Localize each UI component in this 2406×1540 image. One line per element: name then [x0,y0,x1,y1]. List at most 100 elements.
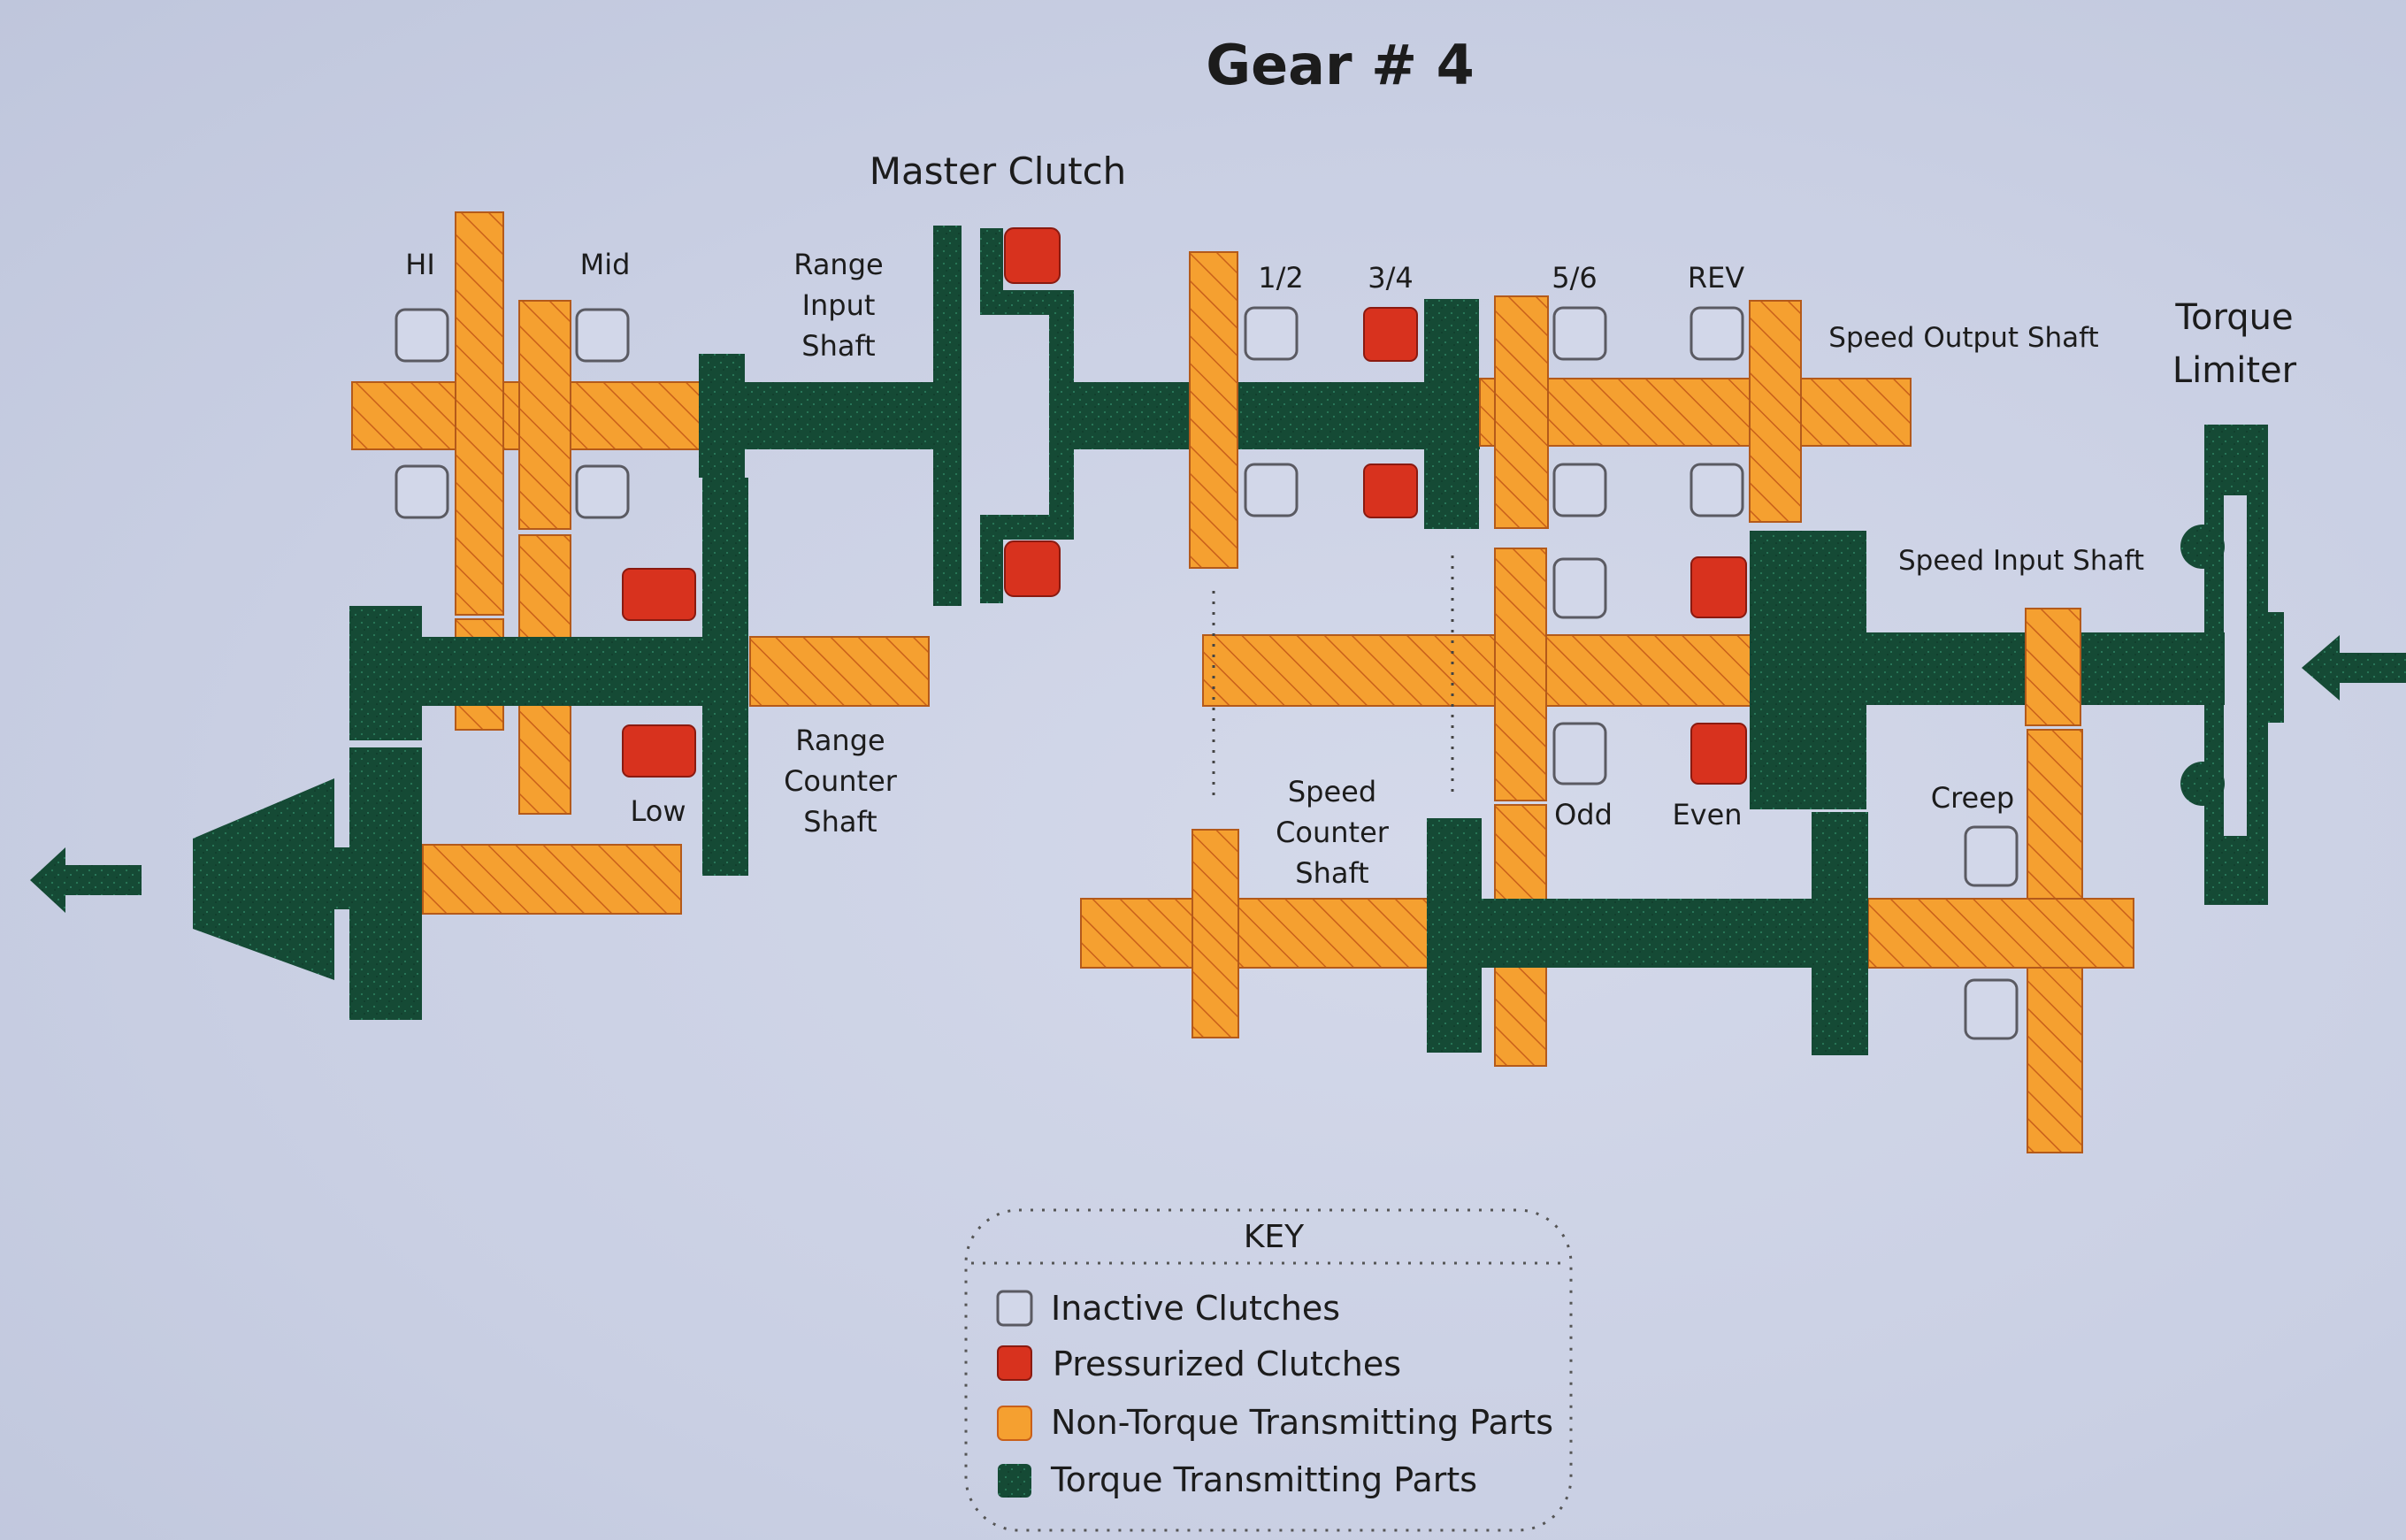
gear-12 [1189,251,1238,569]
c12-clutch-bottom [1244,463,1299,517]
output-bevel-gear [193,778,334,980]
range-input-label-2: Input [802,288,876,322]
master-clutch-label: Master Clutch [870,149,1127,193]
legend-title: KEY [1244,1219,1305,1255]
torque-limiter-ball-bottom [2180,762,2225,806]
speed-input-shaft-label: Speed Input Shaft [1898,545,2144,577]
speed-output-shaft-green [1069,382,1480,449]
creep-clutch-top [1964,825,2019,887]
output-arrow-icon [30,847,142,913]
legend-non-torque-swatch [997,1406,1032,1441]
hi-clutch-top [395,308,449,363]
speed-counter-shaft-orange-left [1080,898,1431,969]
low-clutch-top [622,568,696,621]
master-clutch-bottom [1004,540,1061,597]
torque-limiter [2180,425,2406,905]
master-clutch-arm-bottom [980,515,1003,603]
mid-gear [518,300,571,530]
low-label: Low [630,794,686,828]
range-counter-label-1: Range [795,724,885,757]
even-label: Even [1672,798,1742,831]
legend-inactive-label: Inactive Clutches [1051,1289,1340,1328]
hi-gear [455,211,504,616]
legend-torque-label: Torque Transmitting Parts [1050,1460,1477,1499]
c34-clutch-top [1363,307,1418,362]
low-clutch-bottom [622,724,696,778]
low-output-shaft [422,844,682,915]
legend-torque-swatch [998,1464,1031,1498]
speed-output-section [1069,251,1912,569]
speed-output-shaft-label: Speed Output Shaft [1828,322,2098,354]
speed-counter-shaft-green [1464,899,1822,968]
range-counter-shaft-green [416,637,708,706]
range-input-label-3: Shaft [801,329,875,363]
creep-gear-upper [2025,608,2081,726]
range-input-label-1: Range [793,248,883,281]
gear-rev [1749,300,1802,523]
creep-clutch-bottom [1964,978,2019,1040]
torque-limiter-ball-top [2180,525,2225,569]
range-connector-top [699,354,745,478]
counter-gear-2 [1427,818,1482,1053]
counter-gear-1 [1192,829,1239,1038]
legend: KEY Inactive Clutches Pressurized Clutch… [964,1208,1573,1532]
c56-clutch-bottom [1552,463,1607,517]
speed-input-shaft-orange [1202,634,1757,707]
even-clutch-top [1690,556,1747,618]
speed-counter-section [1080,812,2134,1055]
rev-clutch-bottom [1690,463,1744,517]
even-clutch-hub [1750,531,1866,809]
legend-pressurized-label: Pressurized Clutches [1053,1345,1401,1383]
diagram-title: Gear # 4 [1206,33,1475,97]
master-clutch-top [1004,227,1061,284]
torque-limiter-label-2: Limiter [2172,350,2297,391]
input-arrow-icon [2302,635,2406,701]
speed-counter-label-3: Shaft [1295,856,1368,890]
c12-clutch-top [1244,306,1299,361]
rev-label: REV [1688,261,1744,295]
legend-inactive-swatch [996,1290,1033,1327]
speed-output-shaft-orange [1479,378,1912,447]
c12-label: 1/2 [1258,261,1304,295]
output-flange-lower [349,747,422,1020]
speed-counter-label-1: Speed [1288,775,1376,808]
range-counter-shaft-orange [749,636,930,707]
master-clutch [933,226,1074,606]
legend-pressurized-swatch [997,1345,1032,1381]
gear-56 [1494,295,1549,529]
range-section [30,211,938,1020]
c56-label: 5/6 [1552,261,1598,295]
torque-limiter-label-1: Torque [2174,297,2293,338]
gear-34-hub [1424,299,1479,529]
labels: Master Clutch HI Mid Low Range Input Sha… [405,149,2296,890]
counter-gear-3 [1812,812,1868,1055]
odd-clutch-bottom [1552,722,1607,785]
odd-gear-upper [1494,548,1547,801]
mid-clutch-top [575,308,630,363]
c56-clutch-top [1552,306,1607,361]
output-flange-upper [349,606,422,740]
even-clutch-bottom [1690,723,1747,785]
speed-counter-label-2: Counter [1276,816,1390,849]
clutches [395,227,2019,1040]
mid-clutch-bottom [575,464,630,519]
speed-counter-shaft-orange-right [1867,898,2134,969]
legend-box [964,1208,1573,1532]
c34-label: 3/4 [1368,261,1414,295]
range-counter-label-3: Shaft [803,805,877,839]
rev-clutch-top [1690,306,1744,361]
odd-clutch-top [1552,557,1607,619]
mid-label: Mid [580,248,631,281]
range-counter-label-2: Counter [784,764,898,798]
torque-limiter-bottom [2204,836,2268,905]
hi-label: HI [405,248,435,281]
c34-clutch-bottom [1363,464,1418,518]
legend-non-torque-label: Non-Torque Transmitting Parts [1051,1403,1553,1442]
odd-label: Odd [1554,798,1613,831]
hi-clutch-bottom [395,464,449,519]
range-connector-vertical [702,478,748,876]
torque-limiter-flange [2264,612,2284,723]
creep-label: Creep [1931,781,2014,815]
